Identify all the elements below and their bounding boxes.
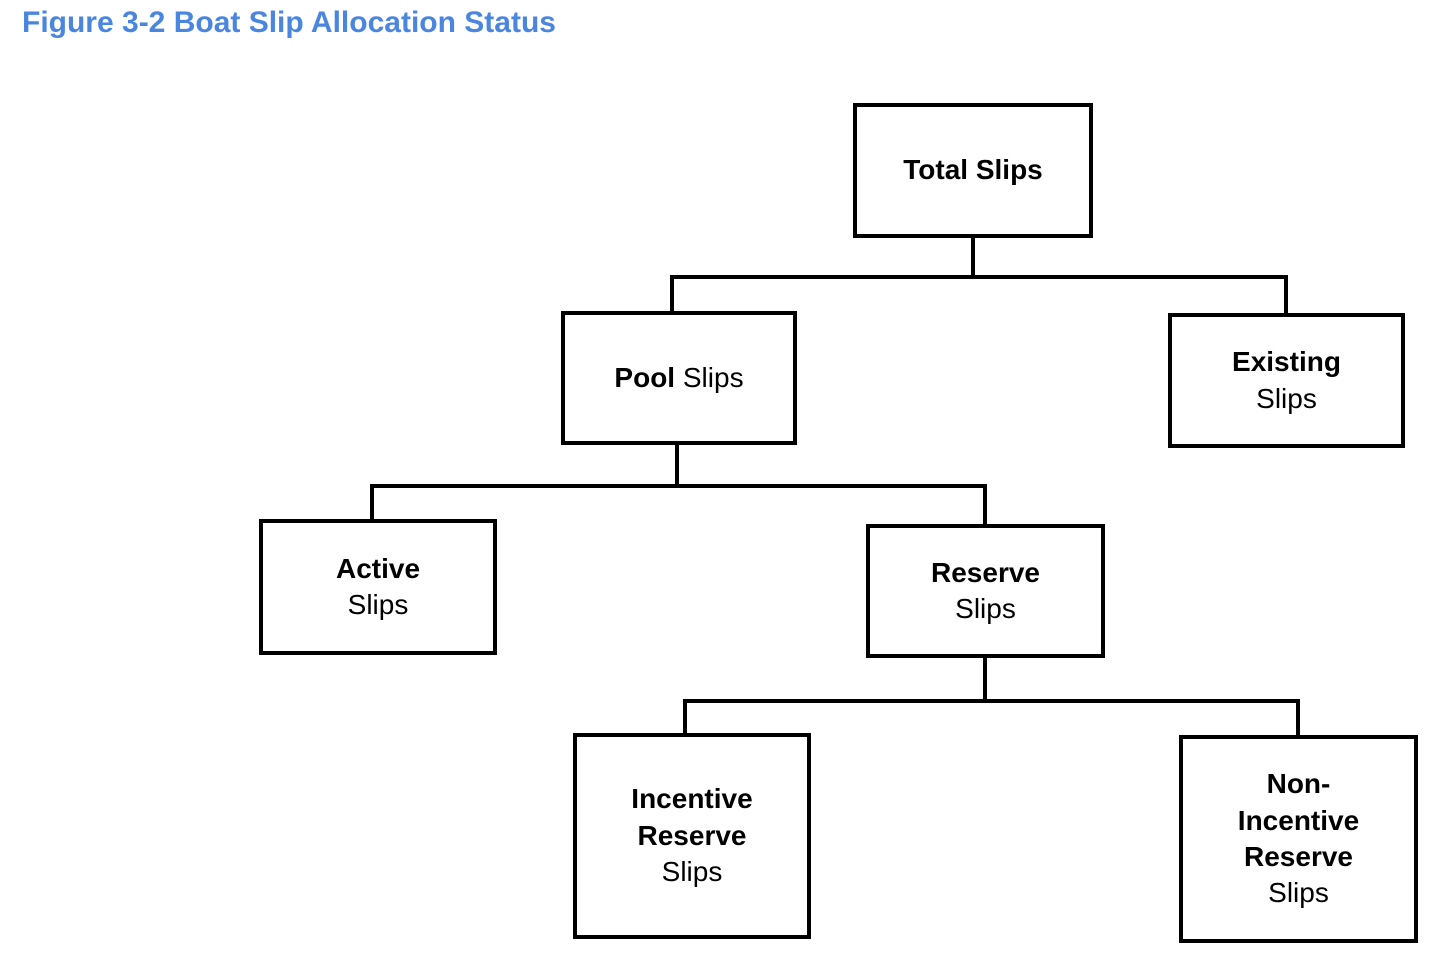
node-reserve-slips: Reserve Slips [866, 524, 1105, 658]
connector-pool-children-horizontal [370, 484, 987, 488]
node-non-incentive-reserve-slips: Non- Incentive Reserve Slips [1179, 735, 1418, 943]
figure-title: Figure 3-2 Boat Slip Allocation Status [22, 6, 556, 39]
connector-drop-to-active [370, 484, 374, 519]
node-total-slips: Total Slips [853, 103, 1093, 238]
node-non-incentive-reserve-slips-label: Non- Incentive Reserve Slips [1237, 768, 1360, 909]
node-pool-slips-label: Pool Slips [614, 361, 744, 393]
node-existing-slips-label: Existing Slips [1232, 346, 1341, 414]
node-incentive-reserve-slips: Incentive Reserve Slips [573, 733, 811, 939]
node-active-slips-label: Active Slips [335, 552, 421, 620]
connector-drop-to-pool [670, 275, 674, 311]
node-existing-slips: Existing Slips [1168, 313, 1405, 448]
connector-drop-to-non-incentive [1296, 699, 1300, 735]
node-incentive-reserve-slips-label: Incentive Reserve Slips [631, 783, 753, 888]
connector-reserve-children-horizontal [683, 699, 1300, 703]
connector-drop-to-reserve [983, 484, 987, 524]
node-active-slips: Active Slips [259, 519, 497, 655]
connector-drop-to-existing [1284, 275, 1288, 313]
node-pool-slips: Pool Slips [561, 311, 797, 445]
connector-pool-stem [675, 445, 679, 488]
connector-reserve-stem [983, 656, 987, 703]
connector-total-stem [971, 238, 975, 279]
connector-drop-to-incentive [683, 699, 687, 733]
node-total-slips-label: Total Slips [903, 154, 1043, 186]
connector-total-children-horizontal [670, 275, 1288, 279]
node-reserve-slips-label: Reserve Slips [931, 556, 1040, 624]
